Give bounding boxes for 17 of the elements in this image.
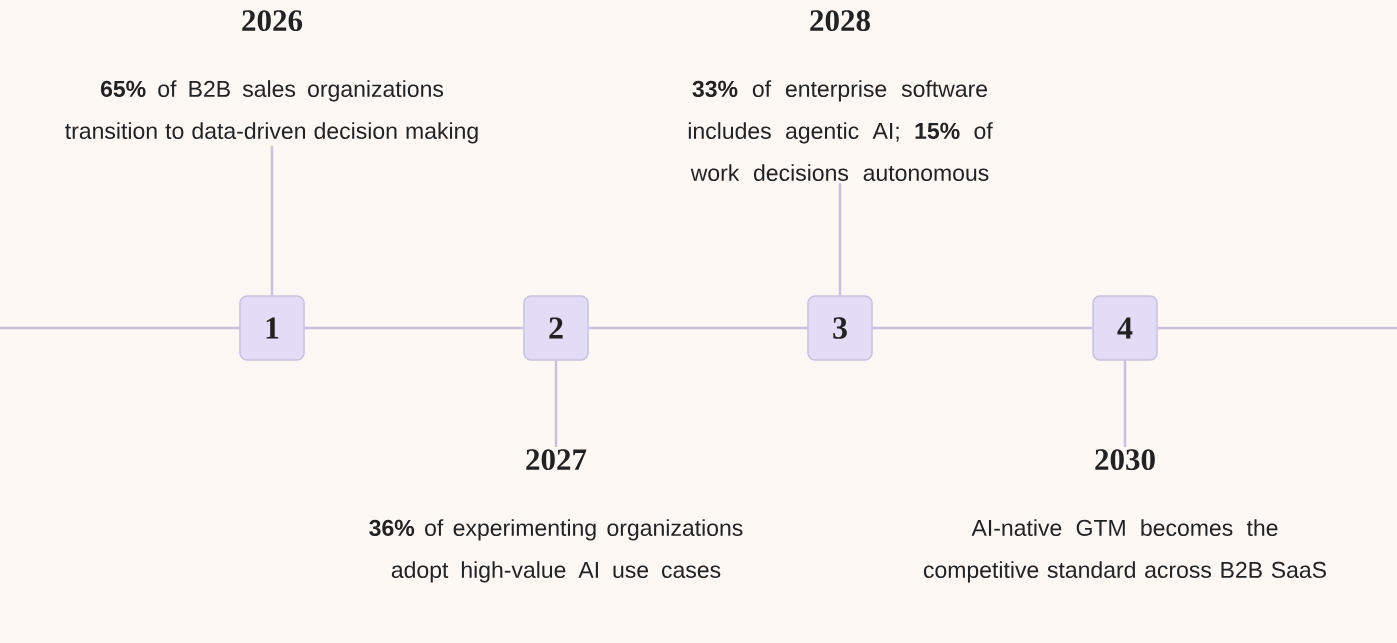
connector-line (588, 326, 808, 330)
connector-line (554, 360, 558, 447)
connector-line (0, 326, 240, 330)
number-badge: 1 (239, 295, 305, 361)
connector-line (270, 145, 274, 296)
milestone-text: 2027 36% of experimenting organizations adopt high-value AI use cases (369, 449, 743, 583)
number-badge: 2 (523, 295, 589, 361)
milestone-text: 2028 33% of enterprise software includes agentic AI; 15% of work decisions autonomous (688, 10, 993, 182)
connector-line (1157, 326, 1397, 330)
number-badge: 4 (1092, 295, 1158, 361)
number-badge: 3 (807, 295, 873, 361)
milestone-text: 2030 AI-native GTM becomes the competitive standard across B2B SaaS (923, 449, 1326, 583)
milestone-text: 2026 65% of B2B sales organizations transition to data-driven decision making (65, 10, 478, 144)
connector-line (872, 326, 1093, 330)
connector-line (1123, 360, 1127, 447)
connector-line (304, 326, 524, 330)
connector-line (838, 183, 842, 296)
